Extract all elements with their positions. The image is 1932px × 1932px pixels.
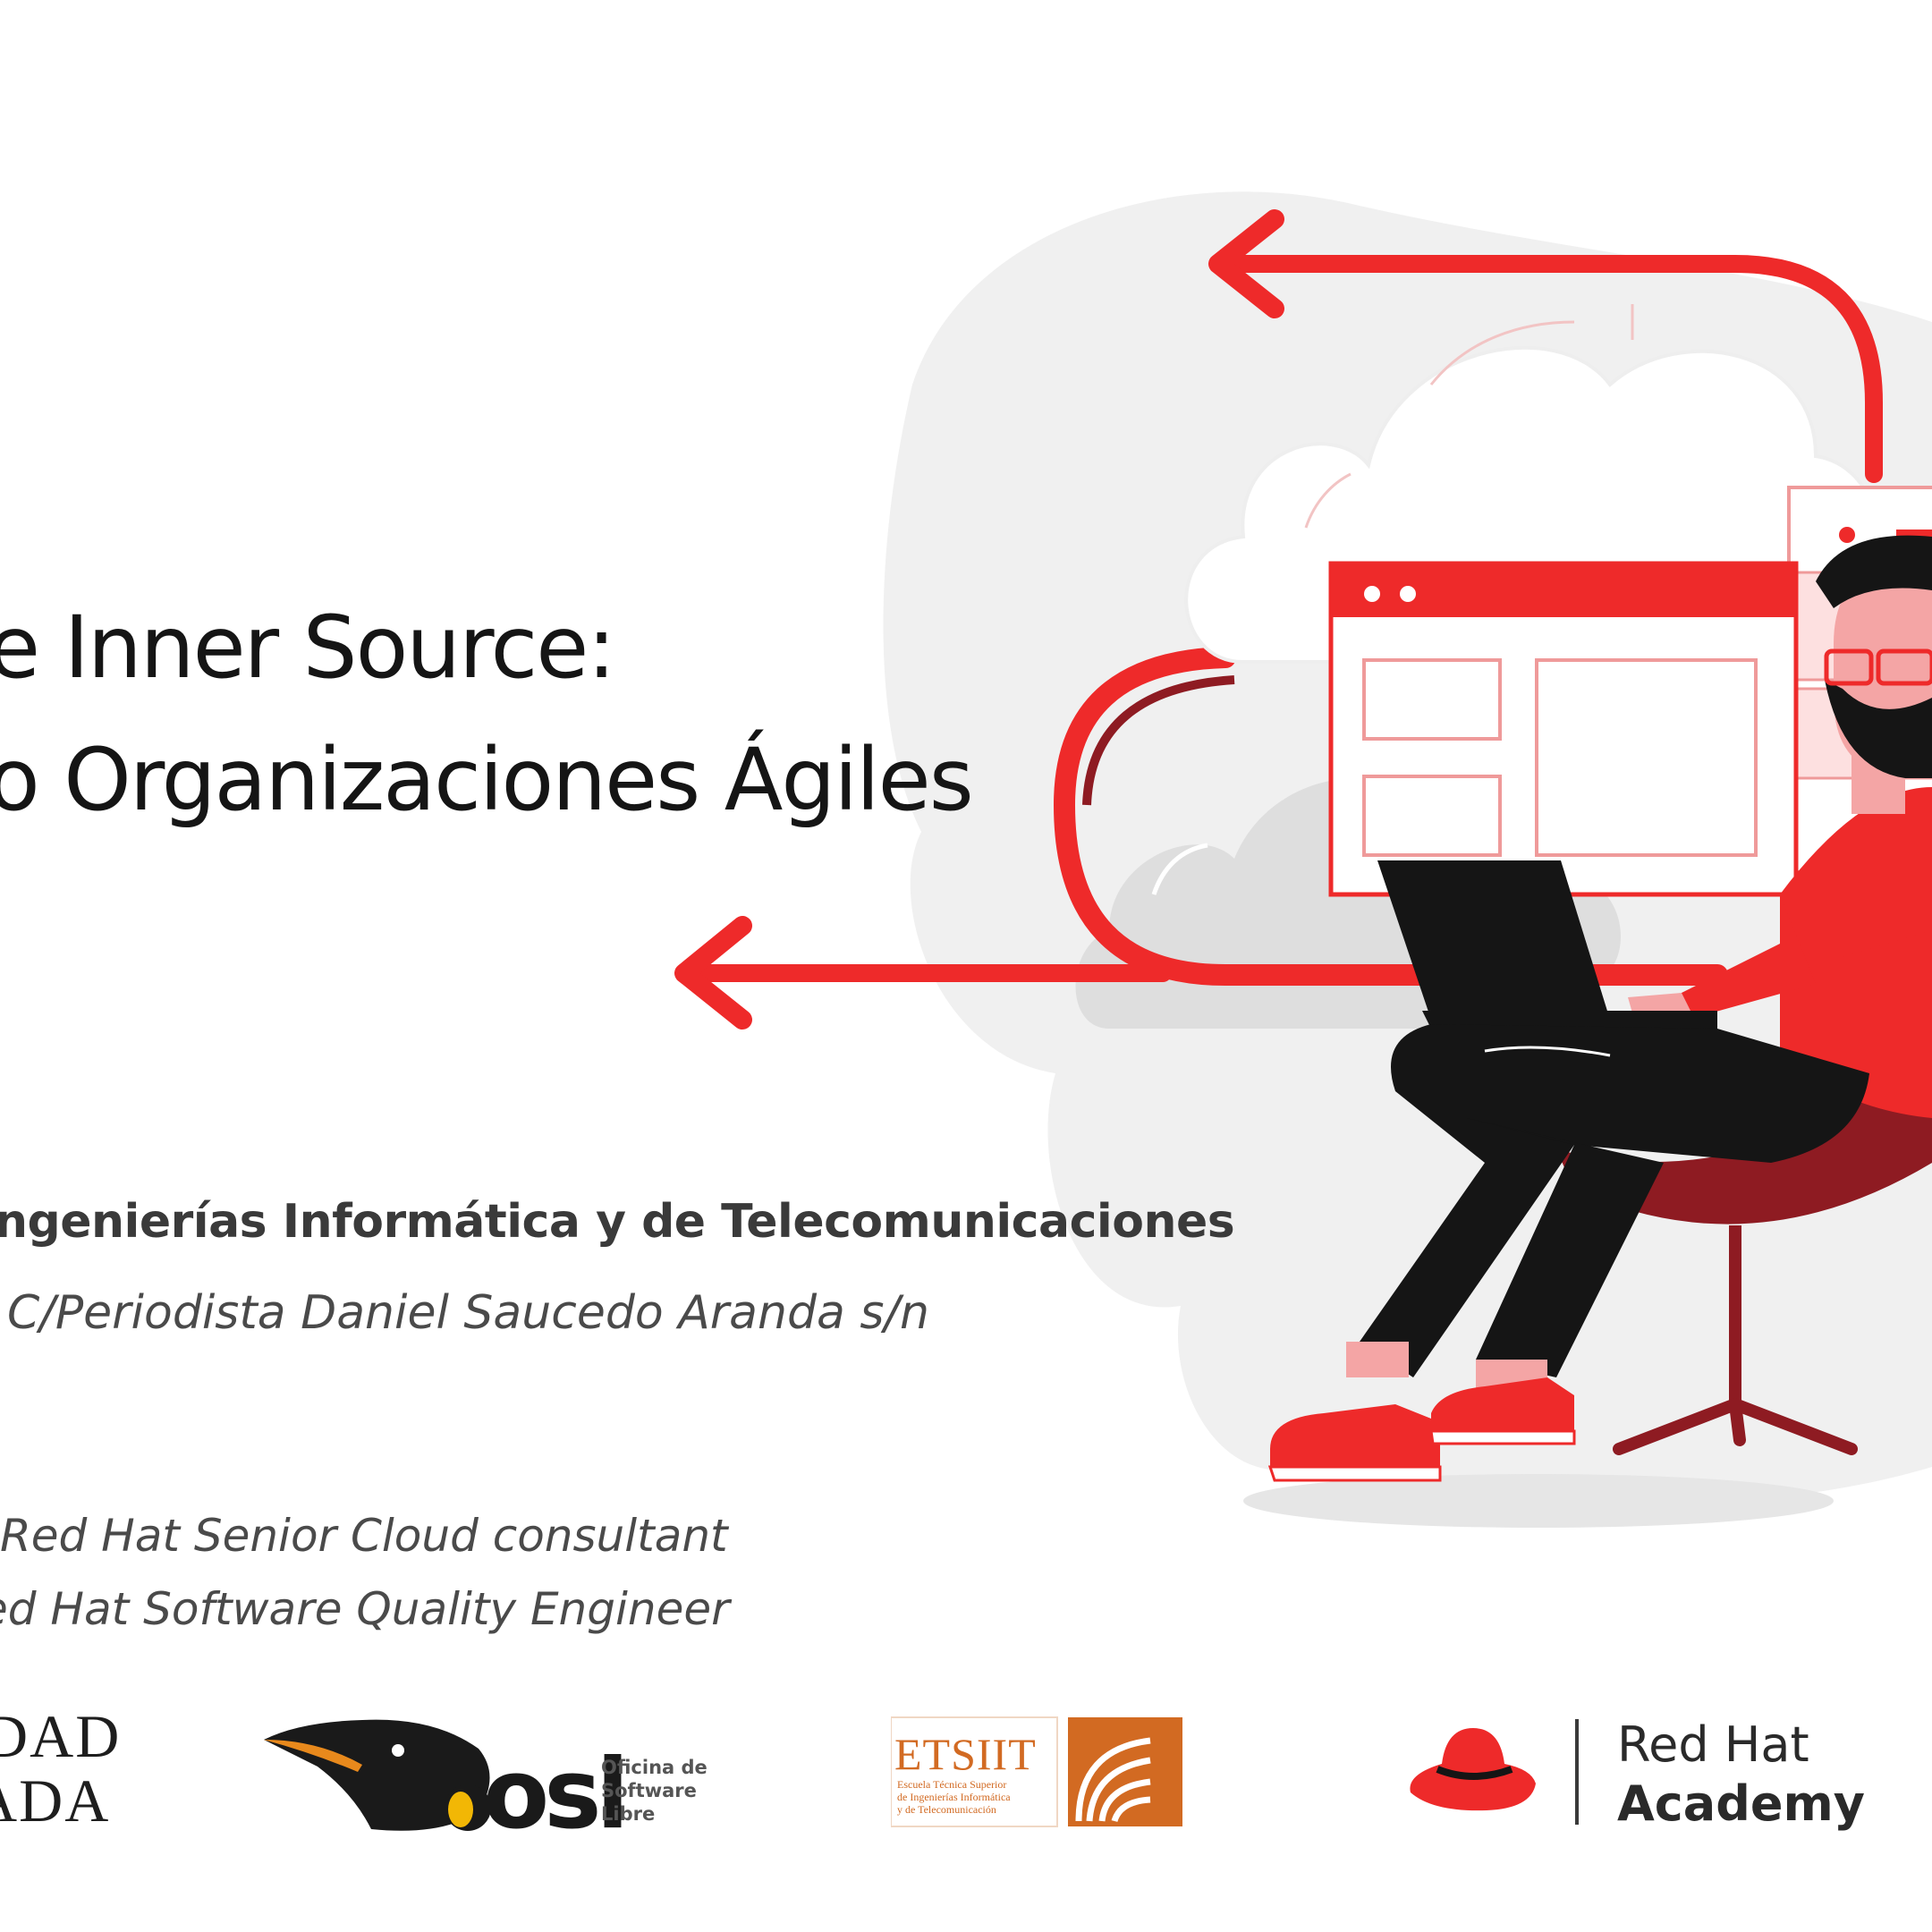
osl-line-2: Software: [601, 1780, 697, 1801]
osl-logo: osl: [264, 1719, 630, 1838]
ugr-logo-line-2: ADA: [0, 1767, 111, 1835]
person-torso: [1780, 787, 1932, 1118]
laptop: [1377, 860, 1610, 1020]
loop-curve-left: [1053, 647, 1728, 986]
person-legs: [1360, 1024, 1869, 1377]
shoe-left: [1270, 1404, 1440, 1467]
speaker-role-1: Red Hat Senior Cloud consultant: [0, 1510, 728, 1562]
etsiit-sub-2: de Ingenierías Informática: [897, 1791, 1011, 1803]
loop-arrow-top: [1216, 255, 1883, 483]
osl-line-1: Oficina de: [601, 1757, 708, 1778]
etsiit-logo: [891, 1716, 1182, 1827]
speaker-role-2: ed Hat Software Quality Engineer: [0, 1583, 730, 1635]
ugr-logo-line-1: DAD: [0, 1702, 122, 1770]
etsiit-sub-1: Escuela Técnica Superior: [897, 1778, 1007, 1791]
venue-address: C/Periodista Daniel Saucedo Aranda s/n: [7, 1286, 929, 1340]
red-hat-line-2: Academy: [1617, 1775, 1865, 1832]
venue-name: ngenierías Informática y de Telecomunica…: [0, 1195, 1235, 1249]
etsiit-sub-3: y de Telecomunicación: [897, 1803, 996, 1816]
title-line-2: o Organizaciones Ágiles: [0, 730, 974, 830]
red-hat-divider: [1575, 1719, 1579, 1825]
title-line-1: e Inner Source:: [0, 597, 616, 698]
osl-logo-mark: osl: [483, 1739, 624, 1838]
osl-line-3: Libre: [601, 1803, 656, 1825]
etsiit-subtitle: Escuela Técnica Superior de Ingenierías …: [897, 1778, 1011, 1816]
red-hat-line-1: Red Hat: [1617, 1716, 1809, 1773]
shoe-right: [1431, 1377, 1574, 1431]
osl-logo-text: Oficina de Software Libre: [601, 1756, 708, 1826]
red-hat-academy-wordmark: Red Hat Academy: [1617, 1716, 1865, 1834]
etsiit-name: ETSIIT: [894, 1729, 1037, 1779]
etsiit-emblem-icon: [1075, 1737, 1151, 1823]
red-hat-icon: [1410, 1728, 1536, 1811]
ugr-logo: DAD ADA: [0, 1704, 121, 1833]
